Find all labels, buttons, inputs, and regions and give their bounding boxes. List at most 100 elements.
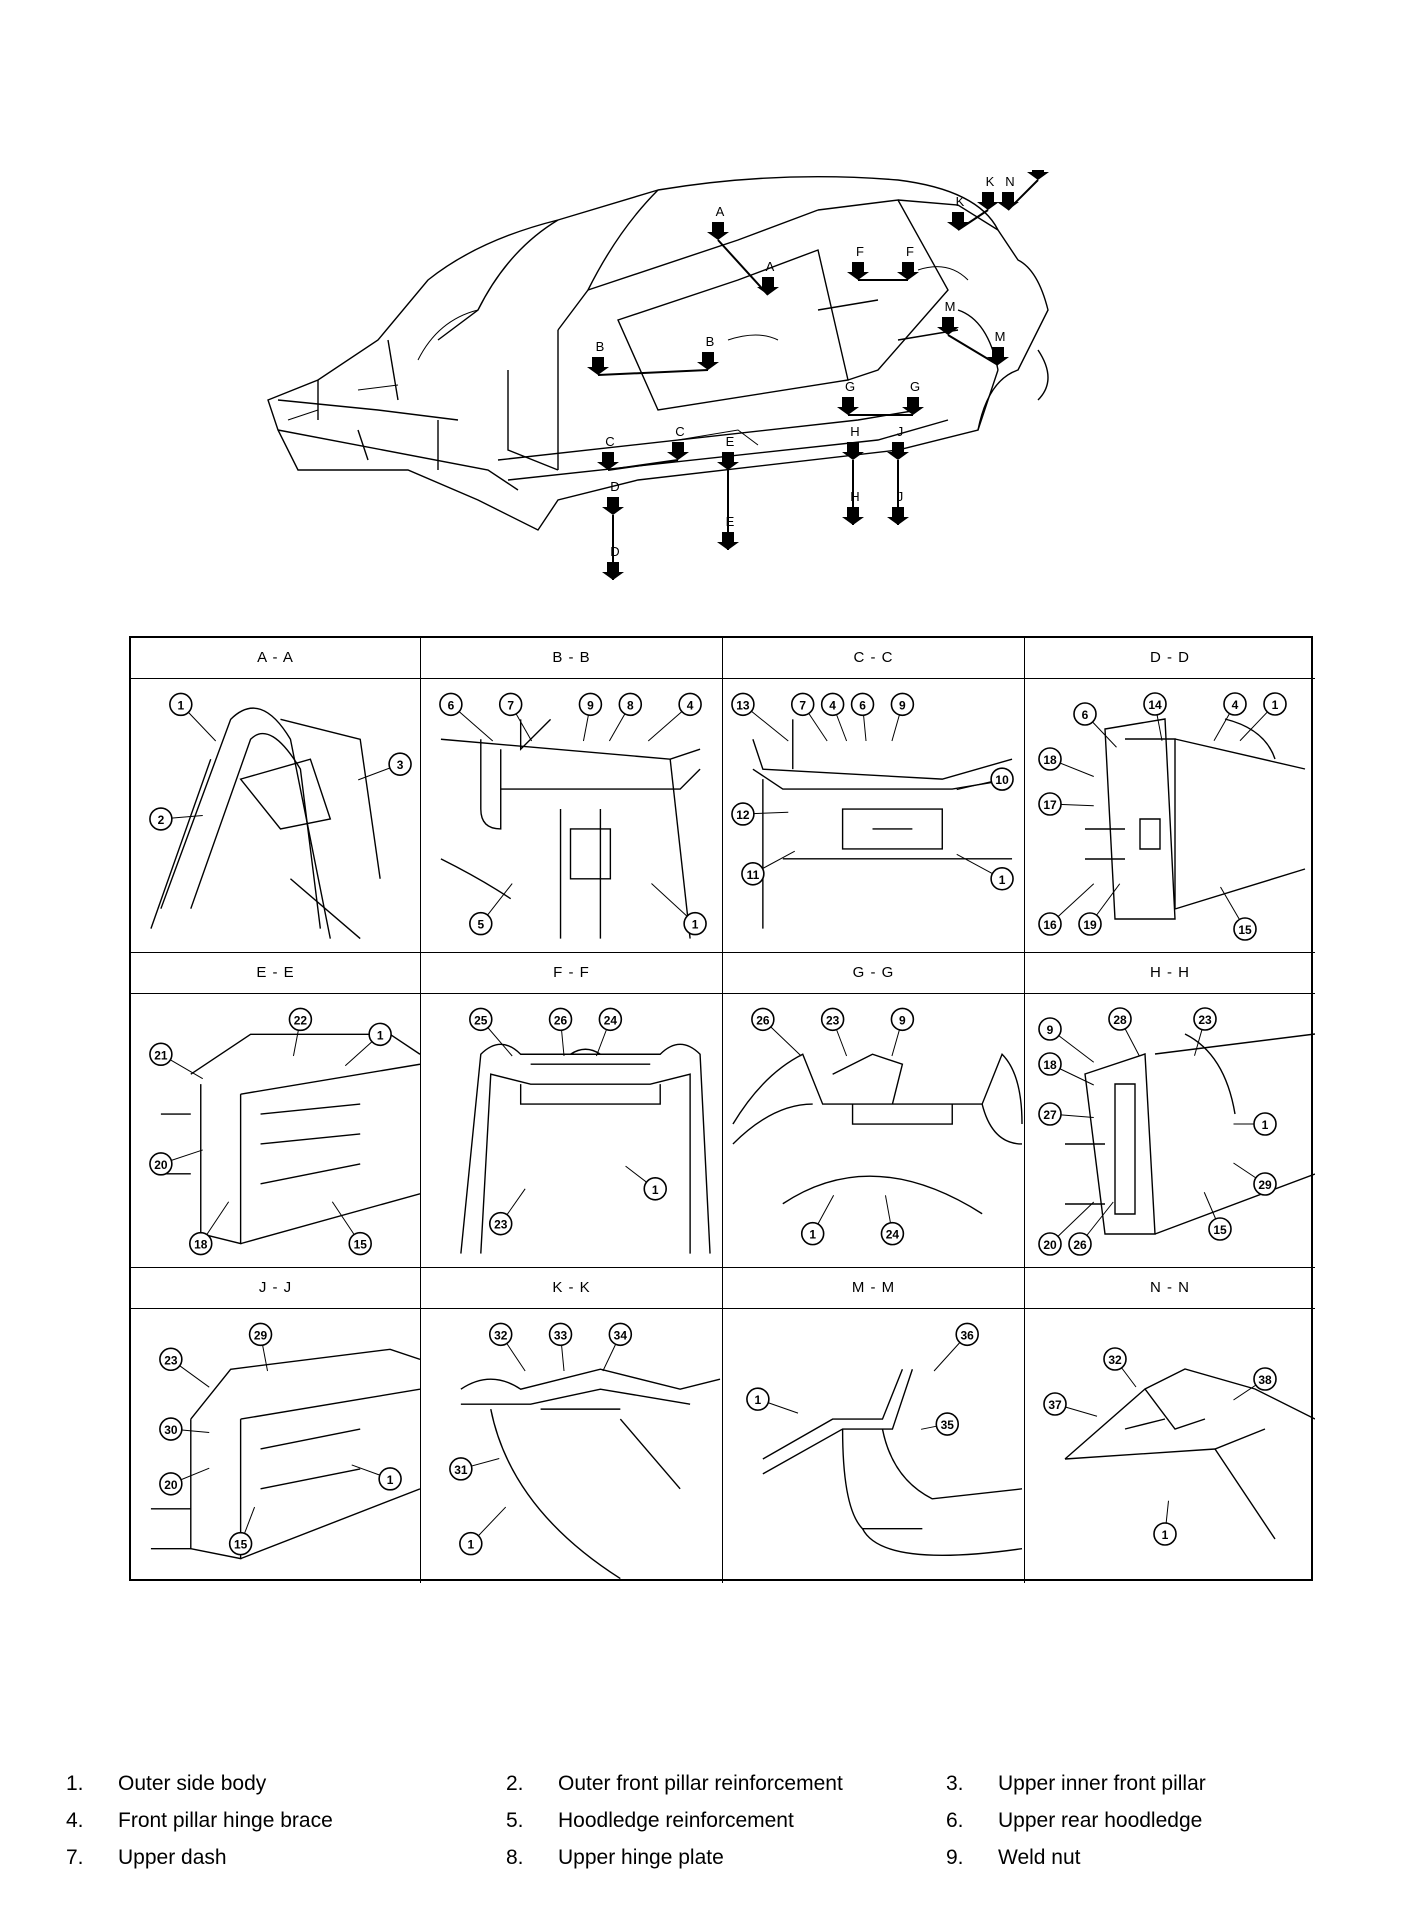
panel-outline bbox=[1224, 718, 1276, 760]
section-arrow-icon bbox=[842, 442, 864, 460]
callout-number: 1 bbox=[1262, 1118, 1269, 1132]
callout-number: 38 bbox=[1258, 1373, 1272, 1387]
section-cut-line bbox=[1007, 179, 1039, 211]
panel-outline bbox=[460, 1043, 711, 1254]
callout-circle bbox=[488, 1211, 513, 1236]
section-marker-label: B bbox=[706, 334, 715, 349]
section-marker-label: K bbox=[986, 174, 995, 189]
callout-number: 6 bbox=[448, 698, 455, 712]
legend-number: 7. bbox=[66, 1845, 84, 1869]
panel-outline bbox=[239, 758, 332, 830]
panel-outline bbox=[762, 1368, 904, 1460]
callout-circle bbox=[1073, 702, 1097, 726]
callout-number: 1 bbox=[652, 1183, 659, 1197]
part-callout: 23 bbox=[1193, 1007, 1217, 1056]
part-callout: 10 bbox=[956, 767, 1014, 791]
callout-number: 10 bbox=[995, 773, 1009, 787]
legend-label: Upper inner front pillar bbox=[998, 1771, 1206, 1795]
callout-circle bbox=[469, 1007, 493, 1032]
panel-outline bbox=[841, 1429, 923, 1530]
part-callout: 1 bbox=[1239, 692, 1287, 742]
part-callout: 6 bbox=[850, 692, 875, 742]
part-callout: 2 bbox=[149, 807, 203, 831]
callout-circle bbox=[149, 1042, 173, 1067]
part-callout: 11 bbox=[741, 850, 795, 886]
section-marker-f: F bbox=[897, 244, 919, 280]
callout-circle bbox=[288, 1007, 313, 1032]
part-callout: 1 bbox=[351, 1464, 402, 1491]
part-callout: 9 bbox=[890, 692, 915, 742]
panel-outline bbox=[260, 1133, 361, 1145]
legend-number: 9. bbox=[946, 1845, 964, 1869]
part-callout: 14 bbox=[1143, 692, 1167, 741]
part-callout: 15 bbox=[331, 1201, 372, 1256]
panel-outline bbox=[569, 828, 612, 880]
section-cut-line bbox=[947, 334, 999, 366]
callout-circle bbox=[1193, 1007, 1217, 1031]
section-title: G - G bbox=[723, 953, 1024, 994]
section-marker-label: H bbox=[850, 424, 859, 439]
section-marker-label: J bbox=[897, 489, 904, 504]
section-marker-label: D bbox=[610, 544, 619, 559]
callout-circle bbox=[1038, 792, 1062, 816]
part-callout: 15 bbox=[1220, 886, 1257, 941]
callout-circle bbox=[368, 1022, 392, 1047]
panel-outline bbox=[619, 1418, 681, 1490]
panel-outline bbox=[1174, 738, 1306, 770]
callout-number: 35 bbox=[941, 1418, 955, 1432]
panel-outline bbox=[150, 758, 212, 929]
part-callout: 1 bbox=[459, 1506, 507, 1556]
callout-number: 15 bbox=[1213, 1223, 1227, 1237]
callout-circle bbox=[228, 1531, 253, 1556]
panel-outline bbox=[782, 1175, 983, 1215]
part-callout: 38 bbox=[1233, 1367, 1277, 1401]
part-callout: 1 bbox=[746, 1387, 799, 1414]
part-callout: 26 bbox=[548, 1007, 573, 1057]
section-marker-j: J bbox=[887, 424, 909, 460]
panel-outline bbox=[981, 1103, 1023, 1145]
panel-outline bbox=[1104, 718, 1176, 920]
part-callout: 26 bbox=[1068, 1201, 1114, 1256]
callout-number: 24 bbox=[886, 1228, 900, 1242]
legend-number: 6. bbox=[946, 1808, 964, 1832]
section-title: J - J bbox=[131, 1268, 420, 1309]
callout-number: 11 bbox=[747, 868, 760, 882]
section-marker-label: A bbox=[766, 259, 775, 274]
callout-number: 20 bbox=[164, 1478, 178, 1492]
panel-outline bbox=[1144, 1388, 1206, 1430]
legend-label: Hoodledge reinforcement bbox=[558, 1808, 794, 1832]
panel-outline bbox=[460, 1368, 721, 1390]
part-callout: 9 bbox=[890, 1007, 915, 1057]
part-callout: 17 bbox=[1038, 792, 1094, 816]
callout-circle bbox=[1208, 1217, 1232, 1241]
panel-outline bbox=[881, 1428, 1023, 1500]
callout-circle bbox=[1108, 1007, 1132, 1031]
section-marker-b: B bbox=[697, 334, 719, 370]
callout-number: 37 bbox=[1048, 1398, 1062, 1412]
panel-outline bbox=[1124, 1418, 1166, 1430]
part-callout: 3 bbox=[358, 752, 412, 781]
part-callout: 18 bbox=[188, 1201, 230, 1256]
legend-item: 6. Upper rear hoodledge bbox=[946, 1809, 1386, 1833]
callout-number: 26 bbox=[1073, 1238, 1087, 1252]
callout-number: 36 bbox=[961, 1328, 975, 1342]
part-callout: 1 bbox=[344, 1022, 392, 1067]
legend-item: 2. Outer front pillar reinforcement bbox=[506, 1772, 946, 1796]
panel-outline bbox=[1174, 868, 1306, 910]
panel-outline bbox=[732, 1103, 813, 1145]
section-marker-d: D bbox=[602, 479, 624, 515]
callout-number: 1 bbox=[377, 1028, 384, 1042]
panel-outline bbox=[480, 1073, 691, 1254]
callout-number: 9 bbox=[587, 698, 594, 712]
section-markers: AABBCCDDEEFFGGHHJJKKMMNN bbox=[587, 170, 1049, 580]
panel-outline bbox=[240, 1193, 420, 1245]
callout-number: 9 bbox=[1047, 1023, 1054, 1037]
callout-circle bbox=[1078, 912, 1102, 936]
part-callout: 4 bbox=[820, 692, 848, 742]
